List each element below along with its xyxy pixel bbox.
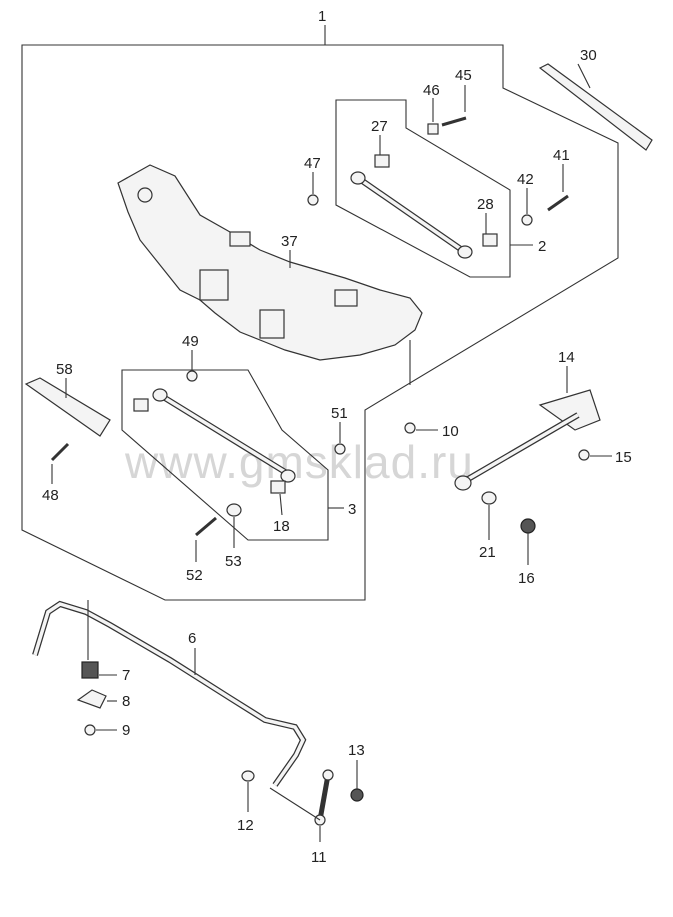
bolt-part-41	[547, 194, 569, 212]
leader-18	[279, 493, 283, 516]
callout-45: 45	[455, 67, 472, 84]
nut-part-46	[427, 123, 439, 135]
callout-53: 53	[225, 553, 242, 570]
nut-part-51	[334, 443, 346, 455]
bolt-part-15	[578, 449, 590, 461]
callout-37: 37	[281, 233, 298, 250]
lower-link-arm-highlight	[159, 393, 291, 477]
lower-link-bushing-rear	[280, 469, 296, 483]
callout-15: 15	[615, 449, 632, 466]
watermark-text: www.gmsklad.ru	[124, 436, 474, 488]
callout-12: 12	[237, 817, 254, 834]
washer-part-12	[241, 770, 255, 782]
callout-21: 21	[479, 544, 496, 561]
callout-51: 51	[331, 405, 348, 422]
nut-part-16	[520, 518, 536, 534]
group-3-frame	[121, 369, 329, 541]
callout-27: 27	[371, 118, 388, 135]
nut-part-13	[350, 788, 364, 802]
callout-42: 42	[517, 171, 534, 188]
mount-bushing-part-7	[81, 661, 99, 679]
lateral-rod-bracket-part-14	[538, 389, 601, 431]
callout-18: 18	[273, 518, 290, 535]
bolt-part-10	[404, 422, 416, 434]
callout-7: 7	[122, 667, 130, 684]
upper-link-bushing-front	[350, 171, 366, 185]
assembly-1-frame	[21, 44, 619, 601]
callout-49: 49	[182, 333, 199, 350]
washer-part-42	[521, 214, 533, 226]
callout-2: 2	[538, 238, 546, 255]
callout-6: 6	[188, 630, 196, 647]
rail-part-30	[538, 63, 653, 151]
bushing-part-28	[482, 233, 498, 247]
washer-part-53	[226, 503, 242, 517]
callout-52: 52	[186, 567, 203, 584]
crossmember-bracket-d	[334, 289, 358, 307]
bushing-part-18	[270, 480, 286, 494]
callout-46: 46	[423, 82, 440, 99]
bracket-part-58	[24, 377, 111, 437]
end-link-part-11	[317, 774, 331, 821]
bolt-part-9	[84, 724, 96, 736]
callout-16: 16	[518, 570, 535, 587]
lower-bushing-front-insert	[133, 398, 149, 412]
crossmember-bracket-c	[259, 309, 285, 339]
callout-48: 48	[42, 487, 59, 504]
crossmember-bracket-b	[199, 269, 229, 301]
lower-link-bushing-front	[152, 388, 168, 402]
end-link-upper-eye	[322, 769, 334, 781]
lateral-rod-bushing	[454, 475, 472, 491]
bolt-part-48	[50, 442, 70, 462]
callout-9: 9	[122, 722, 130, 739]
callout-28: 28	[477, 196, 494, 213]
upper-link-bushing-rear	[457, 245, 473, 259]
stabilizer-bar-part-6	[32, 600, 307, 787]
bushing-part-27	[374, 154, 390, 168]
nut-part-49	[186, 370, 198, 382]
bolt-part-52	[195, 516, 217, 537]
nut-part-47	[307, 194, 319, 206]
crossmember-mount-hole	[137, 187, 153, 203]
lateral-rod-arm-highlight	[462, 413, 579, 484]
crossmember-bracket-a	[229, 231, 251, 247]
callout-58: 58	[56, 361, 73, 378]
callout-8: 8	[122, 693, 130, 710]
leader-30	[577, 63, 591, 89]
callout-10: 10	[442, 423, 459, 440]
callout-14: 14	[558, 349, 575, 366]
mount-clamp-part-8	[76, 689, 107, 709]
callout-30: 30	[580, 47, 597, 64]
bolt-part-45	[441, 116, 467, 127]
callout-13: 13	[348, 742, 365, 759]
group-2-frame	[335, 99, 511, 278]
callout-47: 47	[304, 155, 321, 172]
washer-part-21	[481, 491, 497, 505]
callout-41: 41	[553, 147, 570, 164]
end-link-guide	[269, 787, 321, 821]
callout-11: 11	[311, 849, 327, 866]
callout-3: 3	[348, 501, 356, 518]
upper-link-arm-highlight	[357, 176, 466, 254]
callout-1: 1	[318, 8, 326, 25]
stabilizer-bar-highlight	[33, 602, 305, 787]
